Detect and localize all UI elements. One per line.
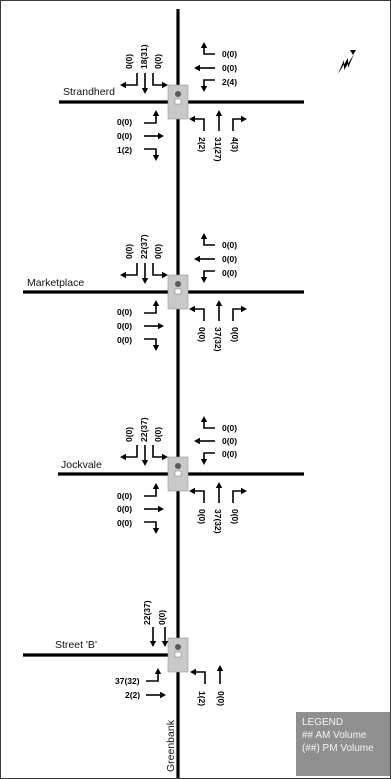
nb-through-volume: 0(0) [216,691,226,706]
eb-through-volume: 0(0) [117,321,132,331]
intersection-street-b: Street 'B' 22(37) 0(0) 37(32) 2(2) 1(2) … [23,600,226,706]
street-label-greenbank: Greenbank [165,719,177,772]
nb-arrows [189,300,247,321]
eb-arrows [144,110,164,161]
eb-arrows [144,483,164,534]
wb-left-volume: 2(4) [222,77,237,87]
eb-arrows [146,668,166,699]
eb-right-volume: 1(2) [117,145,132,155]
wb-arrows [194,416,215,465]
legend-am: ## AM Volume [302,730,367,741]
nb-left-volume: 0(0) [197,509,207,524]
nb-right-volume: 4(3) [230,137,240,152]
nb-through-volume: 37(32) [213,327,223,352]
sb-left-volume: 0(0) [124,54,134,69]
wb-right-volume: 0(0) [222,49,237,59]
traffic-signal-icon [167,637,189,673]
sb-right-volume: 0(0) [153,54,163,69]
eb-right-volume: 0(0) [117,518,132,528]
wb-through-volume: 0(0) [222,436,237,446]
sb-through-volume: 18(31) [139,44,149,69]
sb-right-volume: 0(0) [153,244,163,259]
wb-left-volume: 0(0) [222,268,237,278]
wb-right-volume: 0(0) [222,423,237,433]
sb-arrows [120,73,168,94]
nb-right-volume: 0(0) [230,327,240,342]
wb-arrows [194,42,215,92]
sb-arrows [149,627,169,647]
sb-right-volume: 0(0) [157,610,167,625]
nb-right-volume: 0(0) [230,509,240,524]
eb-right-volume: 2(2) [125,690,140,700]
street-label-jockvale: Jockvale [61,459,102,471]
eb-left-volume: 0(0) [117,117,132,127]
nb-arrows [189,482,247,503]
eb-left-volume: 0(0) [117,491,132,501]
sb-through-volume: 22(37) [139,417,149,442]
wb-through-volume: 0(0) [222,63,237,73]
sb-through-volume: 22(37) [142,600,152,625]
sb-arrows [120,445,168,466]
wb-right-volume: 0(0) [222,240,237,250]
traffic-signal-icon [167,456,189,492]
legend-box: LEGEND ## AM Volume (##) PM Volume [296,712,390,776]
nb-arrows [189,110,247,131]
eb-through-volume: 0(0) [117,131,132,141]
sb-left-volume: 0(0) [124,427,134,442]
nb-through-volume: 31(27) [213,137,223,162]
sb-arrows [120,263,168,284]
traffic-signal-icon [167,84,189,120]
nb-through-volume: 37(32) [213,509,223,534]
legend-pm: (##) PM Volume [302,743,374,754]
eb-left-volume: 0(0) [117,307,132,317]
sb-right-volume: 0(0) [153,427,163,442]
eb-through-volume: 0(0) [117,504,132,514]
traffic-signal-icon [167,274,189,310]
eb-right-volume: 0(0) [117,335,132,345]
nb-left-volume: 1(2) [197,691,207,706]
wb-left-volume: 0(0) [222,449,237,459]
intersection-strandherd: Strandherd 0(0) 18(31) 0(0) 0(0) 0(0) 2(… [59,42,304,162]
wb-arrows [194,233,215,283]
street-label-street-b: Street 'B' [55,639,97,651]
street-label-marketplace: Marketplace [27,277,84,289]
nb-arrows [190,665,224,684]
intersection-jockvale: Jockvale 0(0) 22(37) 0(0) 0(0) 0(0) 0(0)… [58,416,304,534]
legend-title: LEGEND [302,717,344,728]
sb-left-volume: 0(0) [124,244,134,259]
nb-left-volume: 0(0) [197,327,207,342]
wb-through-volume: 0(0) [222,254,237,264]
eb-arrows [144,300,164,351]
nb-left-volume: 2(2) [197,137,207,152]
eb-through-volume: 37(32) [115,676,140,686]
north-arrow-icon [338,50,356,74]
street-label-strandherd: Strandherd [63,86,115,98]
sb-through-volume: 22(37) [139,234,149,259]
intersection-marketplace: Marketplace 0(0) 22(37) 0(0) 0(0) 0(0) 0… [23,233,304,352]
